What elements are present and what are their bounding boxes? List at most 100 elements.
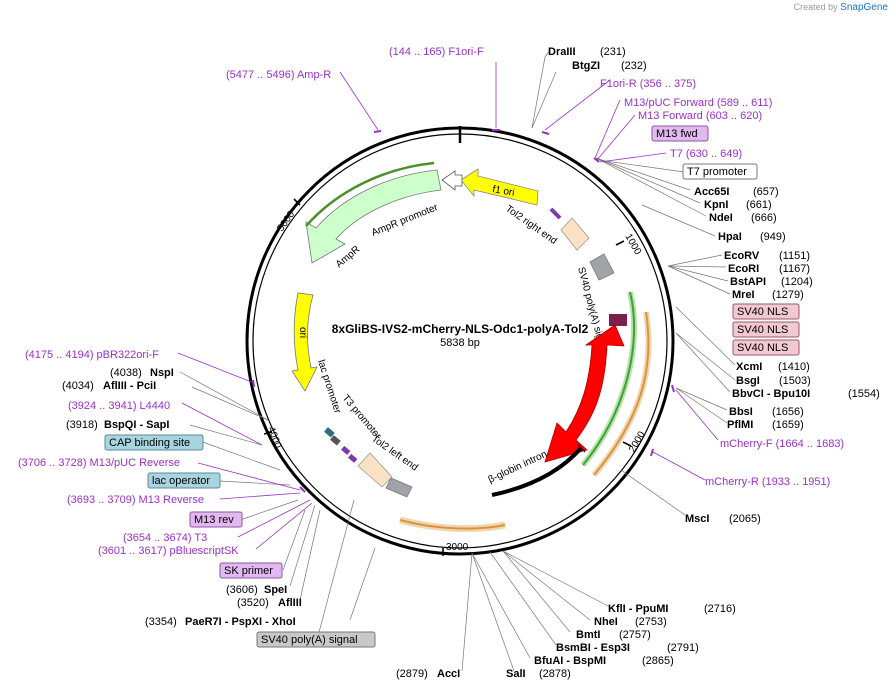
skprimer-box	[219, 562, 283, 579]
site-btgzi-pos: (232)	[621, 60, 647, 72]
bglobin-end	[577, 444, 586, 453]
f1ori-feature	[460, 168, 539, 206]
site-ndei-pos: (666)	[751, 212, 777, 224]
site-pcii-pos: (4034)	[62, 380, 94, 392]
tick-3000: 3000	[446, 542, 469, 553]
site-xcmi: XcmI	[736, 361, 762, 373]
brand-prefix: Created by	[793, 2, 838, 12]
site-bmti: BmtI	[576, 629, 600, 641]
site-spei: SpeI	[264, 584, 287, 596]
m13rev-box-label: M13 rev	[194, 514, 234, 526]
cap-box	[104, 434, 204, 451]
site-bfuai: BfuAI - BspMI	[534, 655, 606, 667]
snapgene-brand: Created by SnapGene	[794, 2, 888, 13]
site-bspqi: BspQI - SapI	[104, 419, 169, 431]
site-nhei-pos: (2753)	[635, 616, 667, 628]
site-kfli-pos: (2716)	[704, 603, 736, 615]
site-bfuai-pos: (2865)	[642, 655, 674, 667]
site-ecori: EcoRI	[728, 263, 759, 275]
primer-l4440: (3924 .. 3941) L4440	[68, 400, 170, 412]
feature-boxes: M13 fwd T7 promoter SV40 NLS SV40 NLS SV…	[104, 125, 800, 648]
t7prom-box	[682, 163, 758, 180]
site-xhoi: PaeR7I - PspXI - XhoI	[185, 616, 296, 628]
sv40nls-box-3	[732, 339, 800, 356]
site-bbsi: BbsI	[729, 406, 753, 418]
site-afliii: AflIII	[278, 597, 302, 609]
site-kpni-pos: (661)	[746, 199, 772, 211]
tol2-right-feature	[560, 217, 590, 251]
primer-leaders	[177, 62, 719, 550]
site-hpai: HpaI	[718, 231, 742, 243]
site-btgzi: BtgZI	[572, 60, 600, 72]
sv40polya-box	[256, 631, 376, 648]
primer-labels: (144 .. 165) F1ori-F (5477 .. 5496) Amp-…	[18, 46, 844, 557]
lac-promoter-label: lac promoter	[315, 359, 343, 416]
plasmid-length: 5838 bp	[440, 337, 480, 349]
sv40nls-box-1-label: SV40 NLS	[737, 306, 788, 318]
site-spei-pos: (3606)	[226, 584, 258, 596]
site-ecori-pos: (1167)	[779, 263, 810, 275]
site-bstapi: BstAPI	[730, 276, 766, 288]
primer-marks	[252, 129, 675, 493]
brand-name: SnapGene	[840, 2, 888, 13]
primer-m13puc-rev: (3706 .. 3728) M13/pUC Reverse	[18, 457, 180, 469]
primer-m13-fwd: M13 Forward (603 .. 620)	[638, 110, 762, 122]
site-bstapi-pos: (1204)	[781, 276, 813, 288]
site-afliii-pos: (3520)	[237, 597, 269, 609]
sv40polya-box-label: SV40 poly(A) signal	[261, 634, 358, 646]
site-bsmbi-pos: (2791)	[667, 642, 699, 654]
primer-m13puc-fwd: M13/pUC Forward (589 .. 611)	[624, 97, 772, 109]
tol2-left-feature	[357, 452, 393, 488]
site-xcmi-pos: (1410)	[778, 361, 810, 373]
primer-t3: (3654 .. 3674) T3	[123, 532, 207, 544]
polya-left-feature	[385, 477, 413, 498]
plasmid-name: 8xGliBS-IVS2-mCherry-NLS-Odc1-polyA-Tol2	[332, 322, 589, 336]
lacop-box	[147, 472, 221, 489]
m13rev-box	[189, 511, 243, 528]
site-mrei: MreI	[732, 289, 755, 301]
sv40nls-box-2-label: SV40 NLS	[737, 324, 788, 336]
sv40nls-box-3-label: SV40 NLS	[737, 342, 788, 354]
site-acci-pos: (2879)	[396, 668, 428, 680]
site-hpai-pos: (949)	[760, 231, 786, 243]
site-pflmi-pos: (1659)	[772, 419, 804, 431]
site-acci: AccI	[437, 668, 460, 680]
site-nhei: NheI	[594, 616, 618, 628]
skprimer-box-label: SK primer	[224, 565, 273, 577]
site-bbvci-pos: (1554)	[848, 388, 880, 400]
mcherry-feature	[544, 324, 625, 463]
site-labels: DraIII (231) BtgZI (232) Acc65I (657) Kp…	[62, 46, 880, 680]
white-arrow-feature	[441, 170, 463, 191]
site-bbsi-pos: (1656)	[772, 406, 804, 418]
tol2-right-stripe	[549, 207, 562, 220]
ampr-feature	[305, 169, 442, 264]
primer-f1ori-r: F1ori-R (356 .. 375)	[600, 78, 696, 90]
polya-right-feature	[589, 253, 615, 281]
m13fwd-box-label: M13 fwd	[656, 128, 698, 140]
primer-mcherry-f: mCherry-F (1664 .. 1683)	[720, 438, 844, 450]
bglobin-feature	[491, 446, 583, 497]
scale-ticks	[263, 198, 632, 556]
t7prom-box-label: T7 promoter	[687, 166, 747, 178]
lac-features	[324, 427, 358, 463]
primer-m13-rev: (3693 .. 3709) M13 Reverse	[67, 494, 204, 506]
site-sali: SalI	[506, 668, 526, 680]
primer-t7: T7 (630 .. 649)	[670, 148, 742, 160]
site-sali-pos: (2878)	[539, 668, 571, 680]
site-mrei-pos: (1279)	[772, 289, 804, 301]
primer-pbluescriptsk: (3601 .. 3617) pBluescriptSK	[98, 545, 239, 557]
site-kpni: KpnI	[704, 199, 728, 211]
bottom-orange-arc-line	[399, 519, 506, 530]
site-bsgi: BsgI	[736, 375, 760, 387]
site-msci-pos: (2065)	[729, 513, 761, 525]
site-draiii-pos: (231)	[600, 46, 626, 58]
primer-amp-r: (5477 .. 5496) Amp-R	[226, 69, 331, 81]
ori-label: ori	[297, 327, 308, 338]
site-pflmi: PflMI	[727, 419, 753, 431]
tick-1000: 1000	[622, 232, 643, 257]
site-bmti-pos: (2757)	[619, 629, 651, 641]
orange-arc-line	[593, 311, 650, 476]
m13fwd-box	[651, 125, 709, 142]
sv40nls-box-2	[732, 321, 800, 338]
